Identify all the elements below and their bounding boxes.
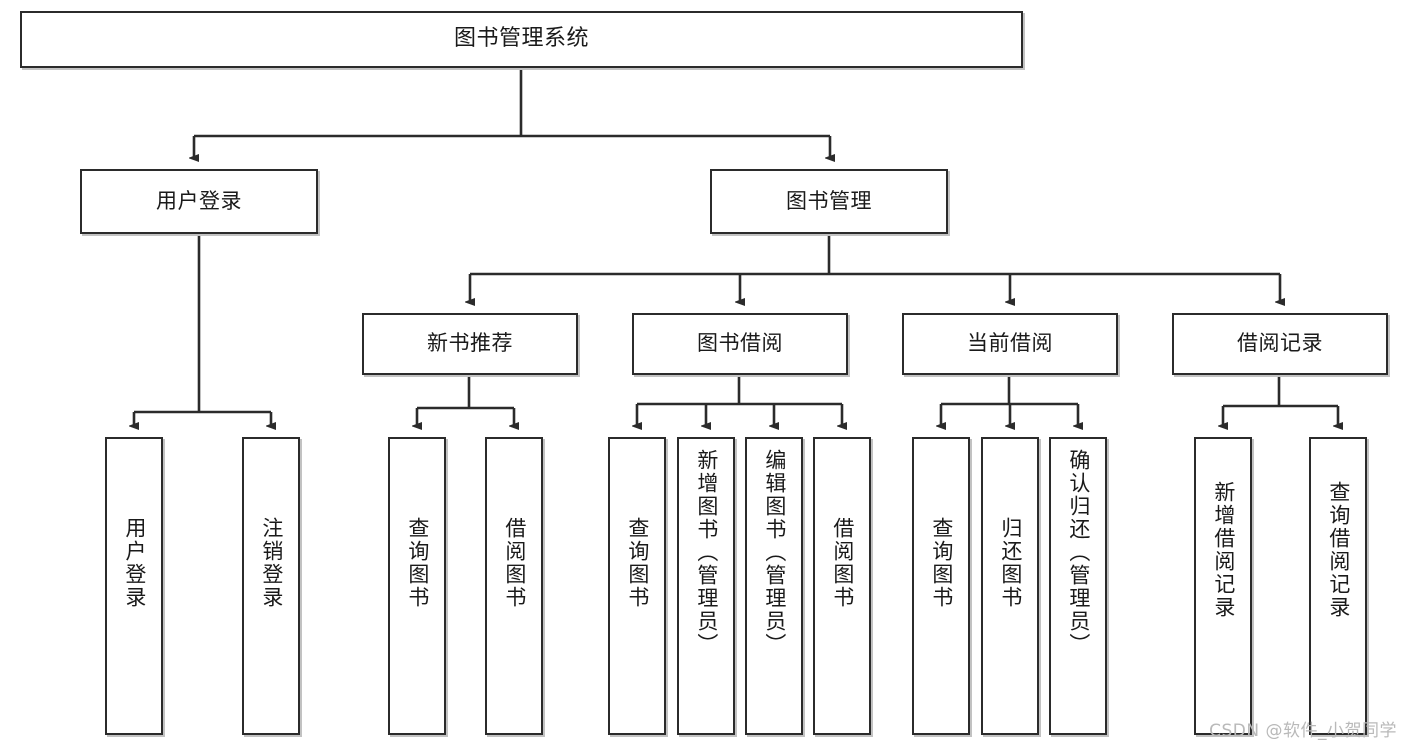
- leaf-add-book-label: 新增图书（管理员）: [694, 449, 719, 656]
- leaf-logout-label: 注销登录: [259, 517, 284, 609]
- leaf-query-record-label: 查询借阅记录: [1326, 481, 1351, 619]
- leaf-borrow-book-1-label: 借阅图书: [502, 517, 527, 609]
- node-root-label: 图书管理系统: [453, 26, 589, 52]
- leaf-edit-book[interactable]: 编辑图书（管理员）: [745, 437, 803, 735]
- leaf-add-record[interactable]: 新增借阅记录: [1194, 437, 1252, 735]
- leaf-user-login-label: 用户登录: [122, 517, 147, 609]
- node-current-borrow[interactable]: 当前借阅: [902, 313, 1118, 375]
- node-borrow-record[interactable]: 借阅记录: [1172, 313, 1388, 375]
- leaf-user-login[interactable]: 用户登录: [105, 437, 163, 735]
- node-borrow-record-label: 借阅记录: [1237, 331, 1323, 356]
- leaf-confirm-return[interactable]: 确认归还（管理员）: [1049, 437, 1107, 735]
- leaf-add-record-label: 新增借阅记录: [1211, 481, 1236, 619]
- node-book-management-label: 图书管理: [786, 188, 872, 213]
- node-book-borrow-label: 图书借阅: [697, 331, 783, 356]
- leaf-query-book-1-label: 查询图书: [405, 517, 430, 609]
- leaf-query-book-3[interactable]: 查询图书: [912, 437, 970, 735]
- leaf-return-book[interactable]: 归还图书: [981, 437, 1039, 735]
- csdn-watermark: CSDN @软件_小贺同学: [1209, 721, 1397, 741]
- leaf-edit-book-label: 编辑图书（管理员）: [762, 449, 787, 656]
- leaf-borrow-book-2[interactable]: 借阅图书: [813, 437, 871, 735]
- leaf-borrow-book-2-label: 借阅图书: [830, 517, 855, 609]
- node-current-borrow-label: 当前借阅: [967, 331, 1053, 356]
- node-book-management[interactable]: 图书管理: [710, 169, 948, 234]
- leaf-query-book-2[interactable]: 查询图书: [608, 437, 666, 735]
- node-user-login[interactable]: 用户登录: [80, 169, 318, 234]
- leaf-query-book-2-label: 查询图书: [625, 517, 650, 609]
- leaf-return-book-label: 归还图书: [998, 517, 1023, 609]
- node-book-borrow[interactable]: 图书借阅: [632, 313, 848, 375]
- leaf-add-book[interactable]: 新增图书（管理员）: [677, 437, 735, 735]
- leaf-query-record[interactable]: 查询借阅记录: [1309, 437, 1367, 735]
- leaf-query-book-3-label: 查询图书: [929, 517, 954, 609]
- leaf-query-book-1[interactable]: 查询图书: [388, 437, 446, 735]
- node-user-login-label: 用户登录: [156, 188, 242, 213]
- node-new-book-recommend-label: 新书推荐: [427, 331, 513, 356]
- leaf-logout[interactable]: 注销登录: [242, 437, 300, 735]
- node-root-system[interactable]: 图书管理系统: [20, 11, 1023, 68]
- leaf-confirm-return-label: 确认归还（管理员）: [1066, 449, 1091, 656]
- leaf-borrow-book-1[interactable]: 借阅图书: [485, 437, 543, 735]
- node-new-book-recommend[interactable]: 新书推荐: [362, 313, 578, 375]
